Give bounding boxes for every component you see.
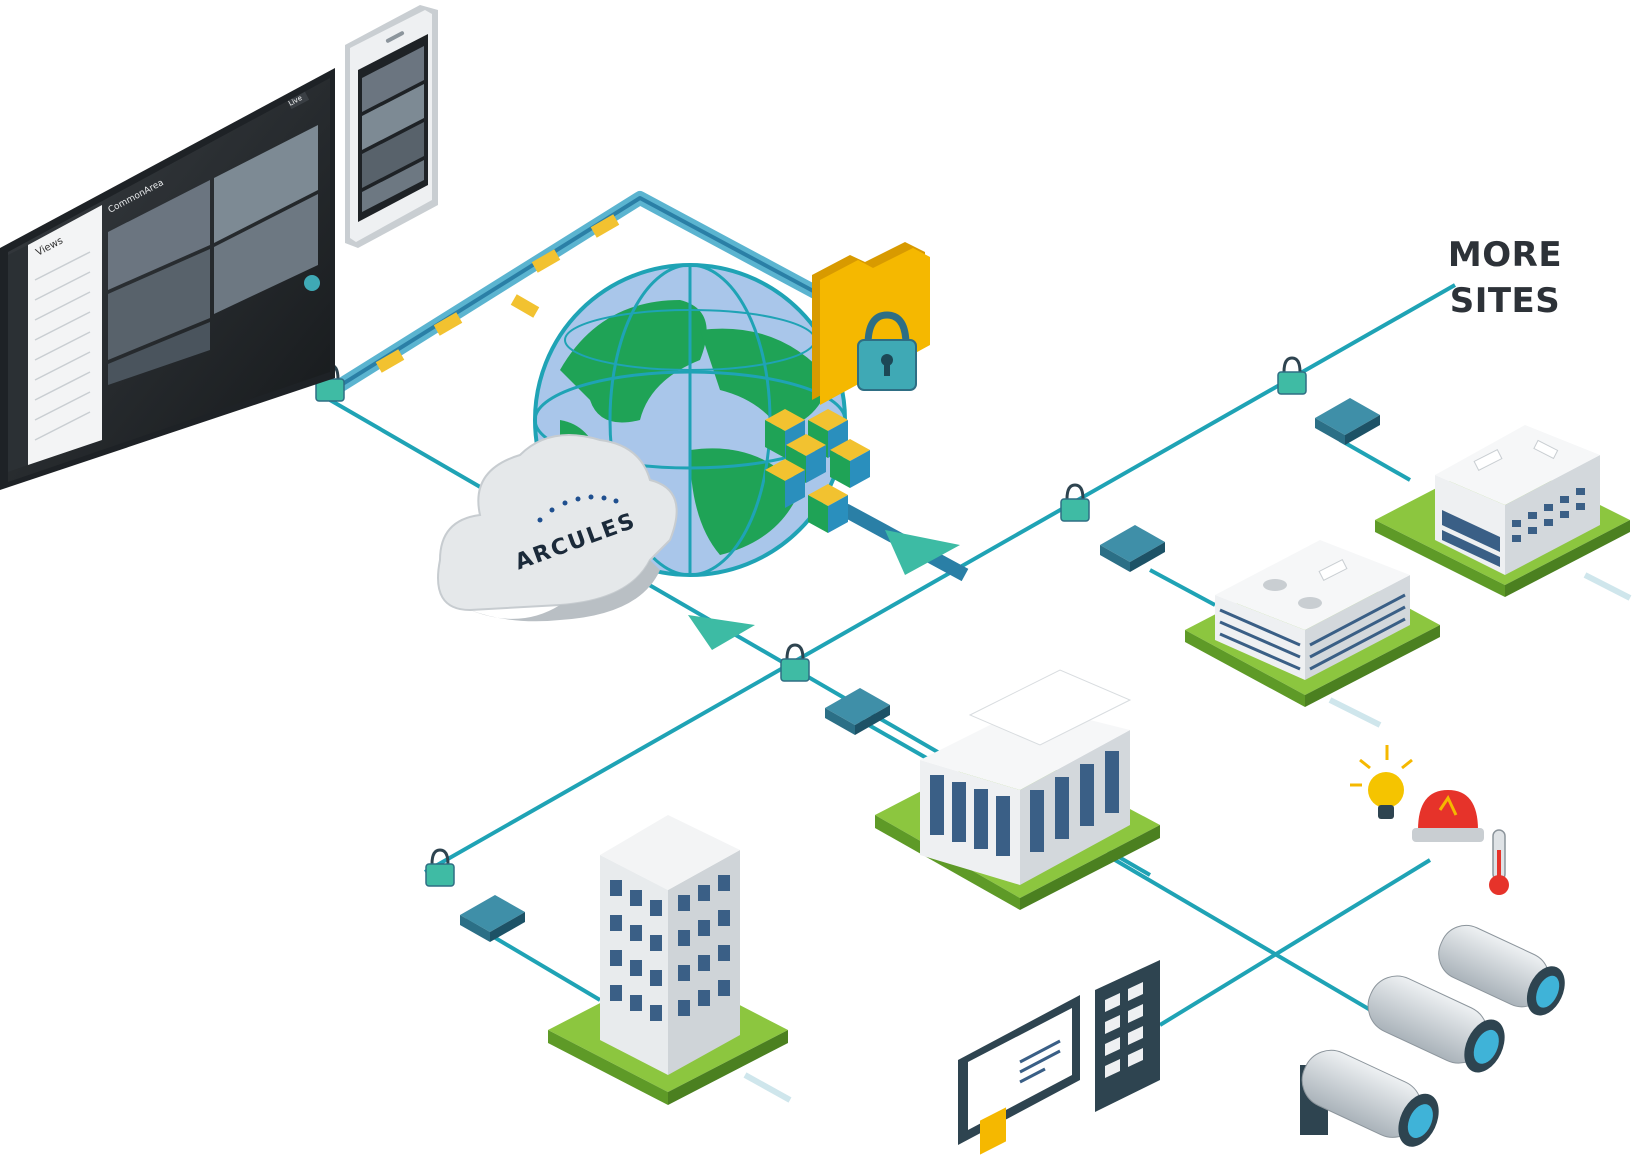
- folder-lock-icon: [812, 242, 930, 405]
- network-switch-icon: [1100, 525, 1165, 572]
- phone-icon: [345, 5, 438, 248]
- tablet-icon: Views CommonArea Live: [0, 68, 335, 490]
- building-icon: [875, 669, 1160, 910]
- padlock-icon: [1060, 483, 1090, 522]
- padlock-icon: [780, 643, 810, 682]
- padlock-icon: [1277, 356, 1307, 395]
- building-icon: [548, 815, 788, 1105]
- network-switches: [460, 398, 1380, 942]
- thermometer-icon: [1489, 829, 1509, 895]
- padlock-icon: [425, 848, 455, 887]
- building-icon: [1185, 540, 1440, 707]
- keypad-icon: [1095, 960, 1160, 1112]
- padlocks: [315, 356, 1307, 887]
- more-sites-line1: MORE: [1447, 235, 1563, 275]
- security-camera-icon: [1367, 975, 1505, 1073]
- security-camera-icon: [1300, 1049, 1439, 1147]
- cloud-icon: ARCULES: [437, 434, 678, 622]
- storage-cubes: [765, 409, 870, 533]
- more-sites-line2: SITES: [1449, 281, 1561, 321]
- building-icon: [1375, 425, 1630, 597]
- light-bulb-icon: [1350, 745, 1413, 819]
- alarm-light-icon: [1412, 790, 1484, 842]
- more-sites-label: MORE SITES: [1420, 232, 1590, 324]
- network-switch-icon: [825, 688, 890, 735]
- network-switch-icon: [460, 895, 525, 942]
- network-switch-icon: [1315, 398, 1380, 445]
- network-lines: [328, 283, 1632, 1103]
- security-camera-icon: [1438, 924, 1565, 1016]
- access-card-reader-icon: [958, 995, 1080, 1155]
